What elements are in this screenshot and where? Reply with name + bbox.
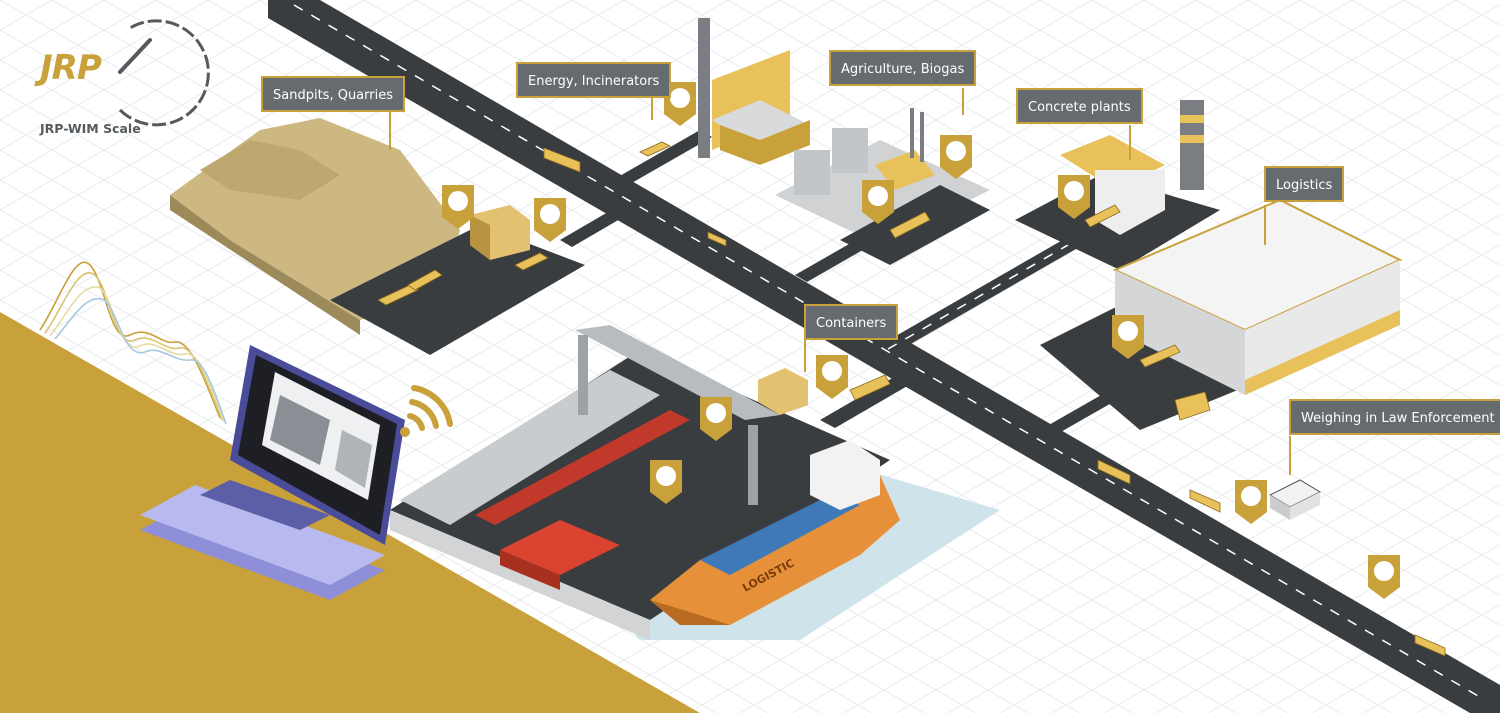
label-logistics: Logistics [1264,166,1345,202]
label-energy-incinerators: Energy, Incinerators [516,62,672,98]
label-sandpits-quarries: Sandpits, Quarries [261,76,405,112]
road-markings [293,4,1486,701]
location-pin-icon [1235,480,1267,524]
location-pin-icon [650,460,682,504]
location-pin-icon [816,355,848,399]
laptop-icon [140,345,405,600]
wifi-icon [400,385,453,437]
location-pin-icon [442,185,474,229]
location-pin-icon [1058,175,1090,219]
brand-logo: JRP [40,48,102,88]
label-containers: Containers [804,304,899,340]
truck-icons [377,141,1446,657]
location-pin-icon [534,198,566,242]
product-name: JRP-WIM Scale [40,121,141,136]
location-pin-icon [1368,555,1400,599]
label-law-enforcement: Weighing in Law Enforcement [1289,399,1500,435]
label-concrete-plants: Concrete plants [1016,88,1143,124]
location-pin-icon [664,82,696,126]
weigh-station [1268,479,1322,520]
road-network [268,0,1500,713]
energy-plant [698,18,810,165]
location-pin-icon [1112,315,1144,359]
quarry-site [170,118,585,355]
logo-gauge-icon [118,19,210,127]
location-pin-icon [940,135,972,179]
location-pin-icon [862,180,894,224]
ship-icon: LOGISTIC [650,440,900,625]
logistics-warehouse [1040,198,1403,430]
location-pin-icon [700,397,732,441]
label-leaders [389,88,1291,475]
label-agriculture-biogas: Agriculture, Biogas [829,50,977,86]
waveform-graphic [39,261,227,425]
location-pins [442,82,1400,599]
